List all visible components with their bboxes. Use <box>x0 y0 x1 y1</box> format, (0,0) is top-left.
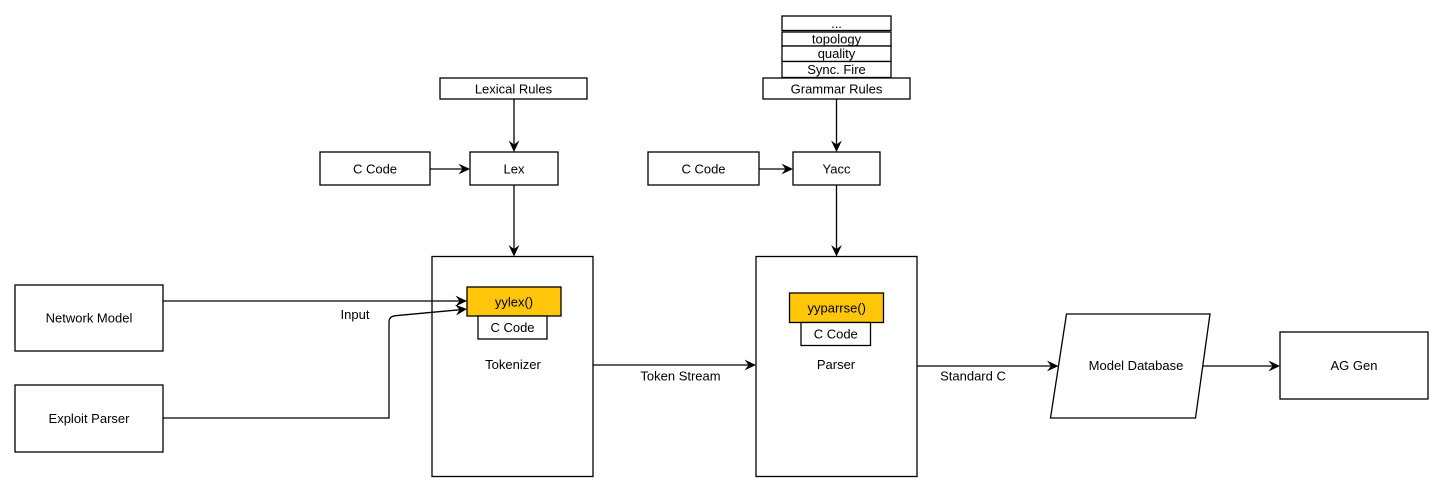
svg-text:Token Stream: Token Stream <box>640 369 720 384</box>
svg-text:AG Gen: AG Gen <box>1331 358 1378 373</box>
svg-text:C Code: C Code <box>681 162 725 177</box>
svg-text:Yacc: Yacc <box>823 162 851 177</box>
svg-text:Sync. Fire: Sync. Fire <box>807 62 866 77</box>
svg-text:yyparrse(): yyparrse() <box>807 301 866 316</box>
svg-text:Tokenizer: Tokenizer <box>485 357 541 372</box>
svg-text:C Code: C Code <box>814 327 858 342</box>
svg-text:Lex: Lex <box>504 162 525 177</box>
svg-text:Model Database: Model Database <box>1089 358 1184 373</box>
svg-text:Parser: Parser <box>817 357 856 372</box>
svg-text:C Code: C Code <box>490 320 534 335</box>
svg-text:quality: quality <box>818 46 856 61</box>
svg-text:C Code: C Code <box>353 162 397 177</box>
svg-text:Lexical Rules: Lexical Rules <box>475 82 553 97</box>
svg-text:Input: Input <box>341 307 370 322</box>
svg-text:yylex(): yylex() <box>495 294 533 309</box>
svg-text:Network Model: Network Model <box>46 311 133 326</box>
svg-text:...: ... <box>831 16 842 31</box>
svg-text:Exploit Parser: Exploit Parser <box>49 411 131 426</box>
svg-text:Standard C: Standard C <box>940 369 1006 384</box>
svg-text:Grammar Rules: Grammar Rules <box>791 82 883 97</box>
svg-text:topology: topology <box>812 32 862 47</box>
